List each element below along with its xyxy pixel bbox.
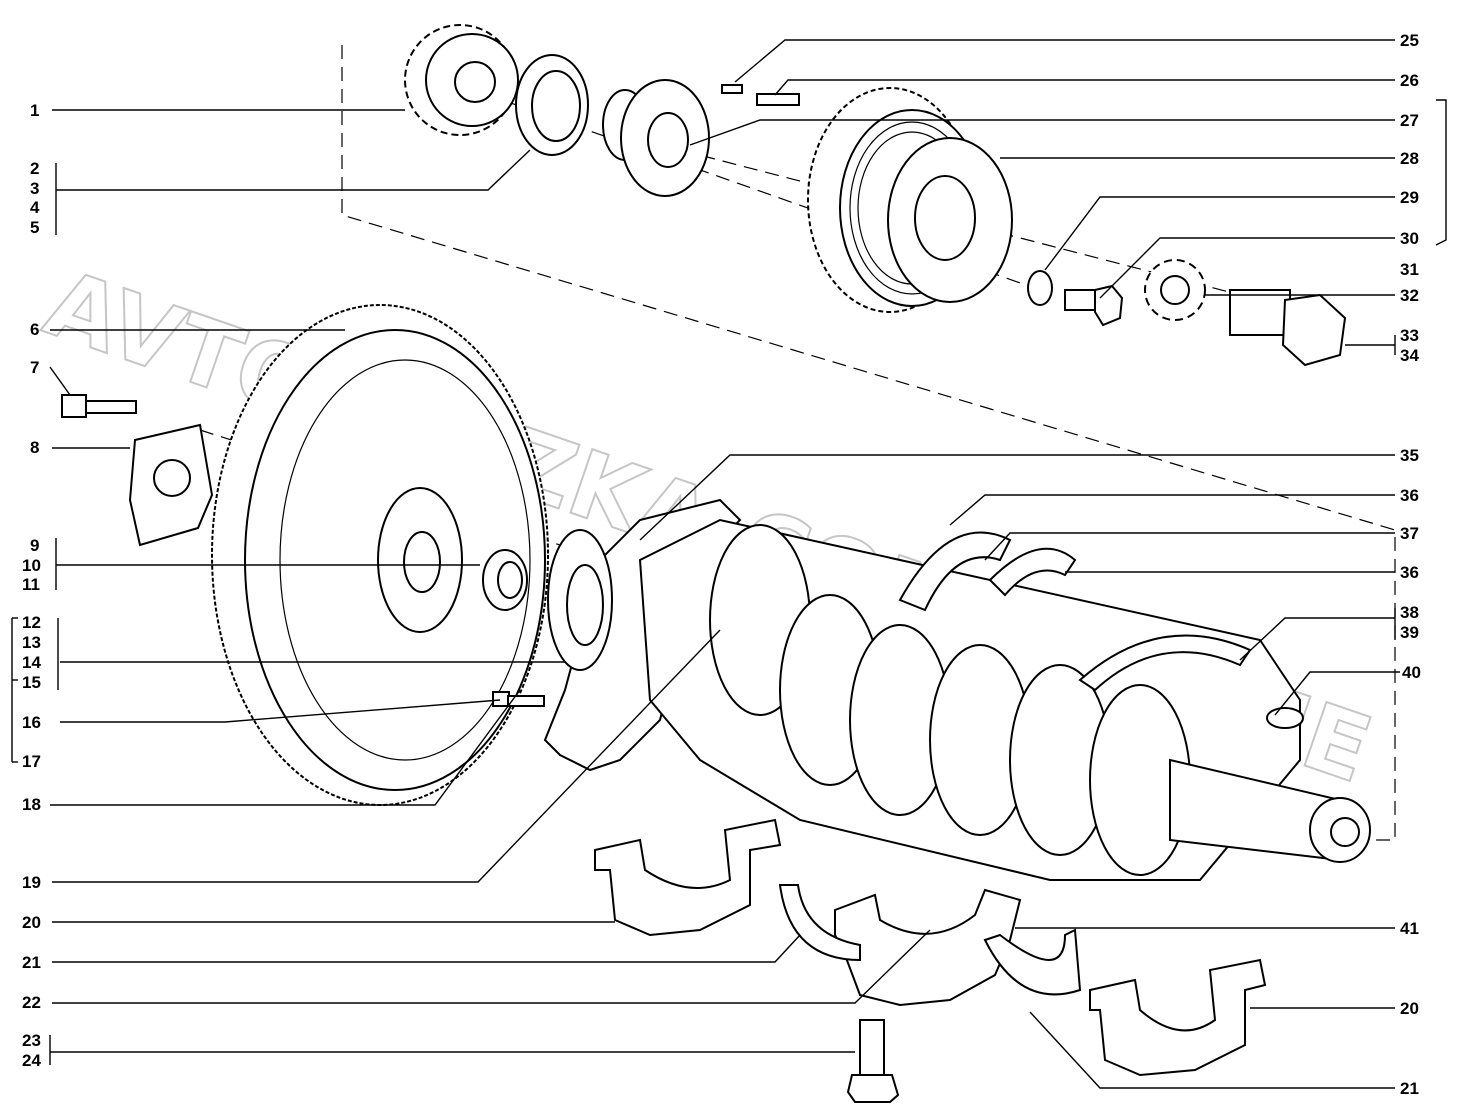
callout-16: 16 bbox=[22, 713, 41, 732]
callout-6: 6 bbox=[30, 320, 39, 339]
callout-41: 41 bbox=[1400, 919, 1419, 938]
callout-20: 20 bbox=[22, 913, 41, 932]
callout-18: 18 bbox=[22, 795, 41, 814]
pilot-bearing-part bbox=[482, 549, 528, 611]
callout-37: 37 bbox=[1400, 524, 1419, 543]
callout-40: 40 bbox=[1402, 663, 1421, 682]
callout-5: 5 bbox=[30, 218, 39, 237]
callout-14: 14 bbox=[22, 653, 41, 672]
callout-1: 1 bbox=[30, 101, 39, 120]
callout-21: 21 bbox=[22, 953, 41, 972]
callout-3: 3 bbox=[30, 179, 39, 198]
flywheel-bolt-plate bbox=[61, 394, 214, 547]
callouts-left: 1 2 3 4 5 6 7 8 9 10 11 12 13 14 15 16 1… bbox=[22, 101, 41, 1070]
callout-25: 25 bbox=[1400, 31, 1419, 50]
callout-15: 15 bbox=[22, 673, 41, 692]
callout-10: 10 bbox=[22, 556, 41, 575]
pulley-part bbox=[807, 87, 1013, 313]
key-parts bbox=[721, 84, 800, 106]
bearing-cap-left bbox=[594, 818, 782, 937]
callout-4: 4 bbox=[30, 198, 40, 217]
callout-32: 32 bbox=[1400, 286, 1419, 305]
stud-bolt-part bbox=[492, 691, 545, 707]
callout-24: 24 bbox=[22, 1051, 41, 1070]
callout-17: 17 bbox=[22, 752, 41, 771]
callout-33: 33 bbox=[1400, 326, 1419, 345]
callout-13: 13 bbox=[22, 633, 41, 652]
callout-12: 12 bbox=[22, 613, 41, 632]
small-fasteners bbox=[1027, 259, 1347, 367]
callout-27: 27 bbox=[1400, 111, 1419, 130]
crankshaft-part bbox=[638, 518, 1371, 881]
sprocket-part bbox=[404, 24, 519, 136]
callout-29: 29 bbox=[1400, 188, 1419, 207]
callout-23: 23 bbox=[22, 1031, 41, 1050]
callout-22: 22 bbox=[22, 993, 41, 1012]
callout-21-right: 21 bbox=[1400, 1079, 1419, 1098]
callouts-right: 25 26 27 28 29 30 31 32 33 34 35 36 37 3… bbox=[1400, 31, 1421, 1098]
callout-35: 35 bbox=[1400, 446, 1419, 465]
callout-9: 9 bbox=[30, 536, 39, 555]
callout-36-lower: 36 bbox=[1400, 563, 1419, 582]
callout-20-right: 20 bbox=[1400, 999, 1419, 1018]
callout-19: 19 bbox=[22, 873, 41, 892]
hub-part bbox=[602, 79, 710, 197]
callout-31: 31 bbox=[1400, 260, 1419, 279]
callout-7: 7 bbox=[30, 358, 39, 377]
bearing-cap-right bbox=[1089, 958, 1267, 1077]
seal-ring-part bbox=[515, 54, 589, 156]
callout-26: 26 bbox=[1400, 71, 1419, 90]
leader-lines bbox=[11, 39, 1447, 1089]
callout-11: 11 bbox=[22, 575, 40, 594]
callout-30: 30 bbox=[1400, 229, 1419, 248]
callout-36-upper: 36 bbox=[1400, 486, 1419, 505]
callout-2: 2 bbox=[30, 159, 39, 178]
flywheel-part bbox=[211, 304, 549, 806]
callout-39: 39 bbox=[1400, 623, 1419, 642]
callout-28: 28 bbox=[1400, 149, 1419, 168]
callout-34: 34 bbox=[1400, 346, 1419, 365]
bearing-cap-center bbox=[778, 884, 1082, 1103]
callout-38: 38 bbox=[1400, 603, 1419, 622]
callout-8: 8 bbox=[30, 438, 39, 457]
